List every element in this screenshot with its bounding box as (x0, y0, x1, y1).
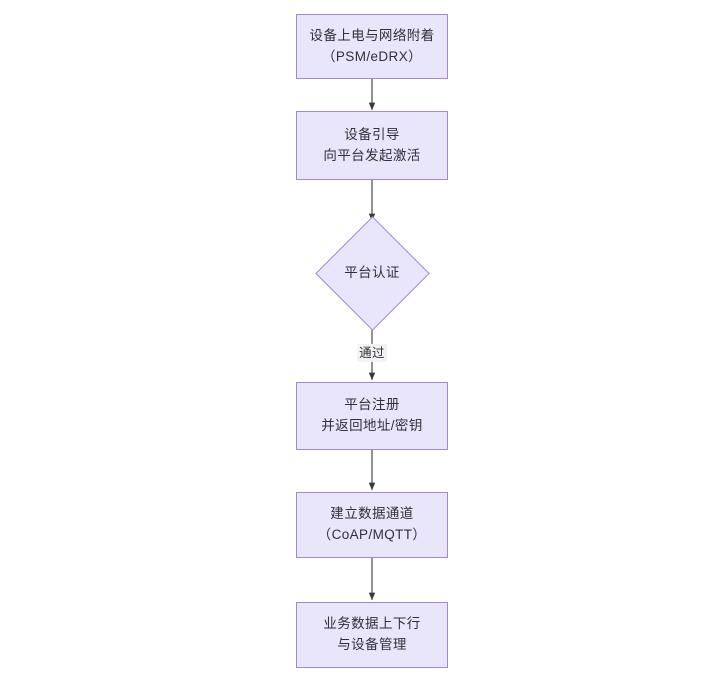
flow-node-line: （PSM/eDRX） (321, 48, 423, 64)
flow-node-line: 建立数据通道 (330, 506, 414, 522)
flow-node-platform-register[interactable]: 平台注册 并返回地址/密钥 (296, 382, 448, 450)
flow-node-line: 平台认证 (344, 264, 400, 280)
flow-node-line: 设备上电与网络附着 (309, 27, 435, 43)
edge-label-pass: 通过 (357, 343, 387, 363)
flow-node-platform-auth-label: 平台认证 (322, 250, 422, 296)
flow-node-line: （CoAP/MQTT） (317, 527, 427, 542)
flow-node-line: 设备引导 (344, 126, 400, 142)
flow-node-line: 向平台发起激活 (323, 147, 421, 163)
flow-node-line: 平台注册 (344, 397, 400, 413)
flow-node-line: 并返回地址/密钥 (321, 418, 423, 433)
flow-node-line: 与设备管理 (337, 637, 407, 652)
flow-node-device-bootstrap[interactable]: 设备引导 向平台发起激活 (296, 111, 448, 180)
flow-node-device-power-on[interactable]: 设备上电与网络附着 （PSM/eDRX） (296, 14, 448, 79)
flow-node-data-channel[interactable]: 建立数据通道 （CoAP/MQTT） (296, 492, 448, 558)
flow-node-line: 业务数据上下行 (323, 616, 421, 632)
flow-node-business-data[interactable]: 业务数据上下行 与设备管理 (296, 602, 448, 668)
